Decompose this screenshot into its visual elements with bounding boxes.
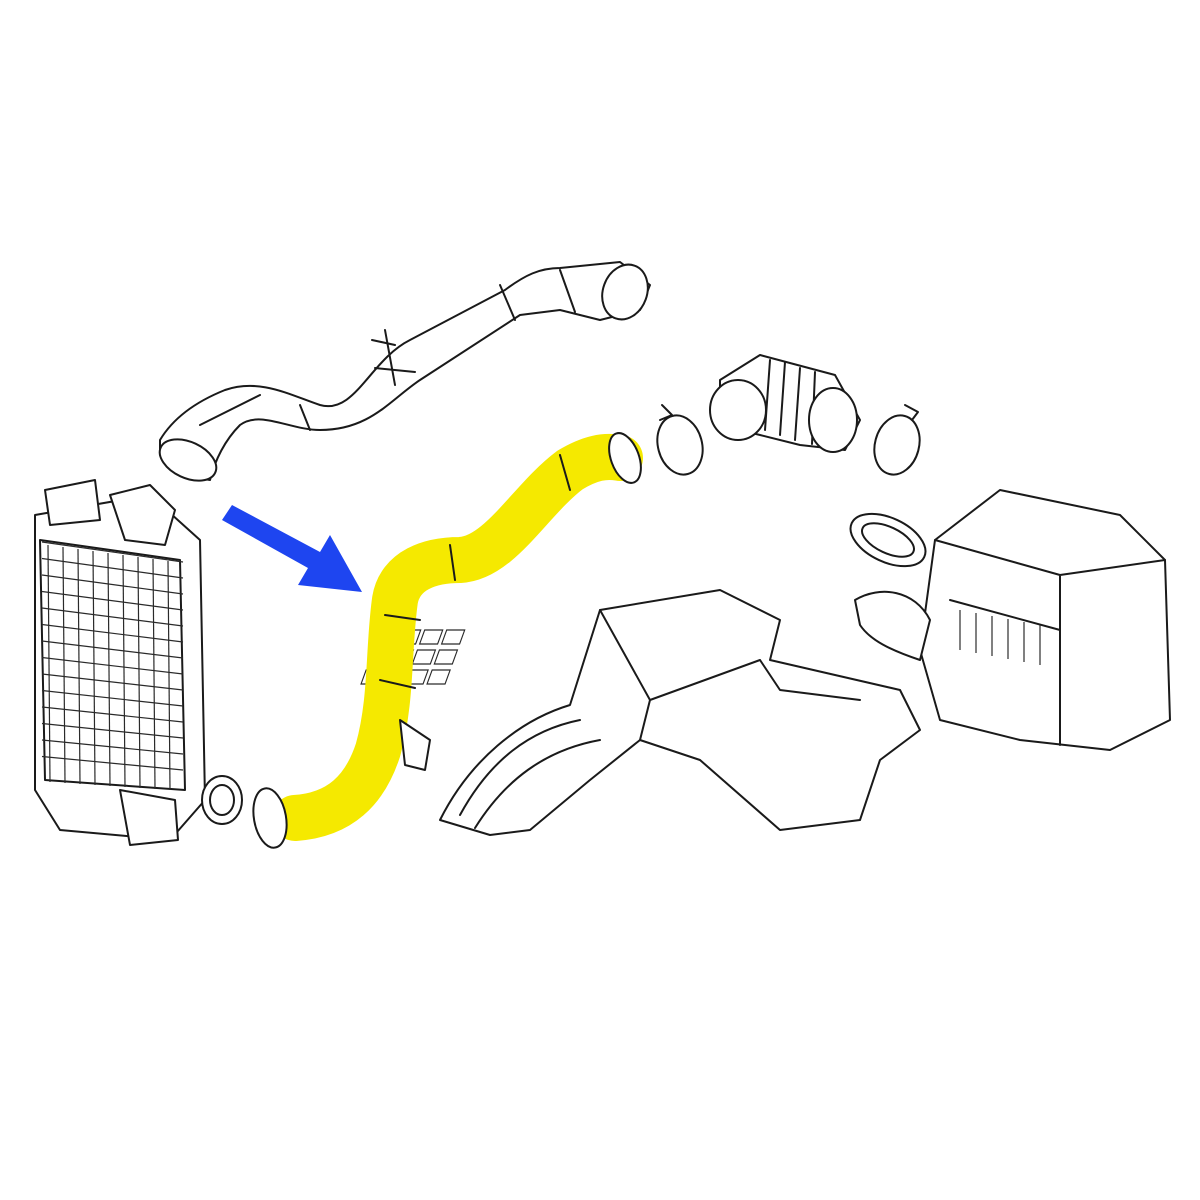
intercooler <box>34 479 206 846</box>
air-intake-duct <box>360 589 921 836</box>
callout-arrow <box>222 505 362 592</box>
turbo-connector <box>201 775 243 825</box>
engine-block <box>854 489 1171 751</box>
turbo-inlet-sleeve <box>709 354 861 453</box>
intercooler-hose <box>252 432 643 849</box>
hose-clamps <box>656 404 927 568</box>
upper-charge-pipe <box>158 261 651 482</box>
